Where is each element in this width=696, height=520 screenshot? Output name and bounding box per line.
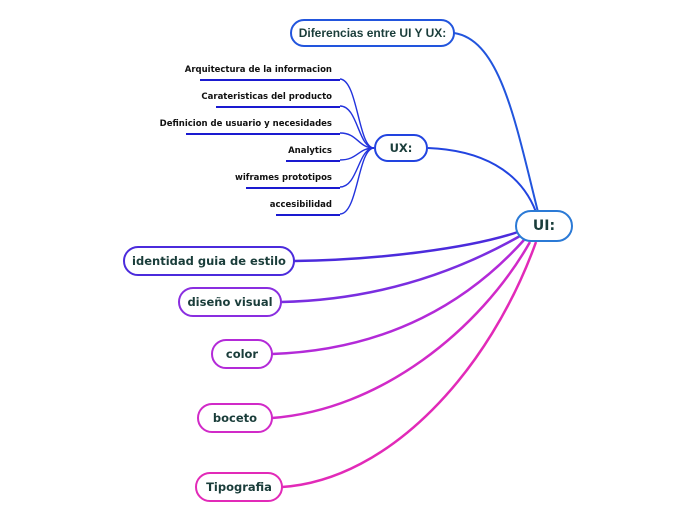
connector-ux-leaf-1 [339, 78, 375, 149]
ux-leaf-label: Carateristicas del producto [201, 92, 332, 102]
connector-root-tipografia [281, 241, 538, 489]
ux-leaf-arquitectura[interactable]: Arquitectura de la informacion [185, 61, 340, 81]
title-node-label: Diferencias entre UI Y UX: [298, 26, 447, 40]
ux-node-label: UX: [389, 141, 413, 155]
ux-leaf-label: wiframes prototipos [234, 173, 332, 183]
branch-diseno-visual[interactable]: diseño visual [178, 287, 282, 317]
branch-tipografia-label: Tipografia [206, 480, 272, 494]
connector-root-diseno [280, 234, 521, 304]
branch-color[interactable]: color [211, 339, 273, 369]
root-node-label: UI: [532, 218, 556, 234]
connector-ux-leaf-2 [339, 105, 375, 149]
ux-leaf-label: accesibilidad [269, 200, 332, 210]
branch-diseno-visual-label: diseño visual [187, 295, 273, 309]
ux-leaf-label: Analytics [288, 146, 332, 156]
connector-root-ux [427, 147, 537, 213]
ux-leaf-label: Arquitectura de la informacion [184, 65, 332, 75]
branch-color-label: color [225, 347, 259, 361]
ux-leaf-caracteristicas[interactable]: Carateristicas del producto [201, 88, 340, 108]
ux-leaf-definicion[interactable]: Definicion de usuario y necesidades [160, 115, 340, 135]
branch-identidad-label: identidad guia de estilo [132, 254, 286, 268]
connector-root-color [271, 239, 525, 356]
branch-boceto-label: boceto [212, 411, 258, 425]
branch-boceto[interactable]: boceto [197, 403, 273, 433]
connector-ux-leaf-6 [339, 147, 375, 215]
connector-root-boceto [271, 241, 532, 420]
connector-root-title [453, 32, 539, 213]
ux-leaf-wireframes[interactable]: wiframes prototipos [235, 169, 340, 189]
ux-leaf-accesibilidad[interactable]: accesibilidad [270, 196, 340, 216]
branch-tipografia[interactable]: Tipografia [195, 472, 283, 502]
root-node[interactable]: UI: [515, 210, 573, 242]
ux-node[interactable]: UX: [374, 134, 428, 162]
branch-identidad[interactable]: identidad guia de estilo [123, 246, 295, 276]
ux-leaf-label: Definicion de usuario y necesidades [159, 119, 332, 129]
connector-root-identidad [293, 230, 519, 263]
title-node[interactable]: Diferencias entre UI Y UX: [290, 19, 455, 47]
ux-leaf-analytics[interactable]: Analytics [286, 142, 340, 162]
